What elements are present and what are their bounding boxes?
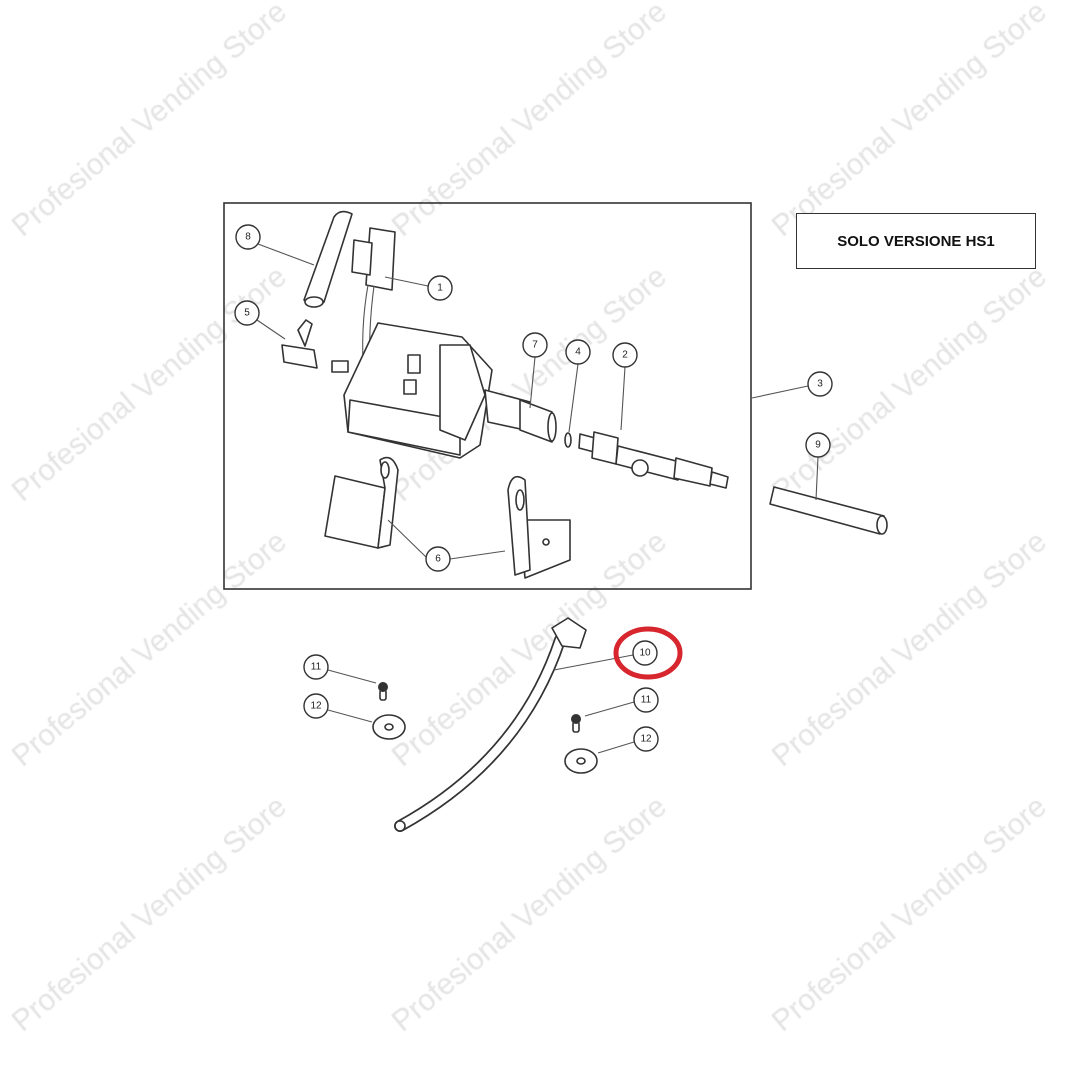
part-12-washer-left: [372, 714, 406, 740]
callout-label: 5: [244, 308, 250, 319]
part-2-fitting: [578, 431, 729, 489]
callout-6: 6: [425, 546, 451, 572]
callout-label: 11: [311, 662, 322, 673]
part-12-washer-right: [564, 748, 598, 774]
leader-lines: [256, 243, 819, 754]
callout-11-right: 11: [633, 687, 659, 713]
part-11-screw-right: [571, 714, 581, 733]
callout-label: 7: [532, 340, 538, 351]
callout-11-left: 11: [303, 654, 329, 680]
callout-4: 4: [565, 339, 591, 365]
callout-label: 10: [639, 648, 651, 659]
version-note-text: SOLO VERSIONE HS1: [837, 232, 995, 250]
callout-9: 9: [805, 432, 831, 458]
callout-label: 1: [437, 283, 443, 294]
part-9-tube: [769, 486, 888, 535]
callout-2: 2: [612, 342, 638, 368]
part-4-oring: [564, 432, 572, 448]
callout-label: 2: [622, 350, 628, 361]
callout-1: 1: [427, 275, 453, 301]
callout-label: 9: [815, 440, 821, 451]
part-11-screw-left: [378, 682, 388, 701]
part-6-bracket-left: [324, 456, 399, 549]
part-6-bracket-right: [507, 475, 571, 579]
assembly-frame: [223, 202, 752, 590]
callout-label: 11: [641, 695, 652, 706]
callout-3: 3: [807, 371, 833, 397]
callout-5: 5: [234, 300, 260, 326]
pump-body: [331, 322, 557, 459]
part-1-connector: [351, 227, 396, 379]
callout-7: 7: [522, 332, 548, 358]
highlight-ring-part-10: [613, 626, 683, 680]
version-note-box: SOLO VERSIONE HS1: [796, 213, 1036, 269]
callout-label: 8: [245, 232, 251, 243]
callout-12-right: 12: [633, 726, 659, 752]
callout-10: 10: [632, 640, 658, 666]
callout-label: 12: [310, 701, 322, 712]
callout-label: 4: [575, 347, 581, 358]
part-10-hose: [394, 617, 587, 832]
callout-label: 12: [640, 734, 652, 745]
callout-8: 8: [235, 224, 261, 250]
part-5-elbow: [281, 319, 318, 369]
part-8-tube: [303, 210, 353, 308]
callout-label: 6: [435, 554, 441, 565]
callout-label: 3: [817, 379, 823, 390]
callout-12-left: 12: [303, 693, 329, 719]
